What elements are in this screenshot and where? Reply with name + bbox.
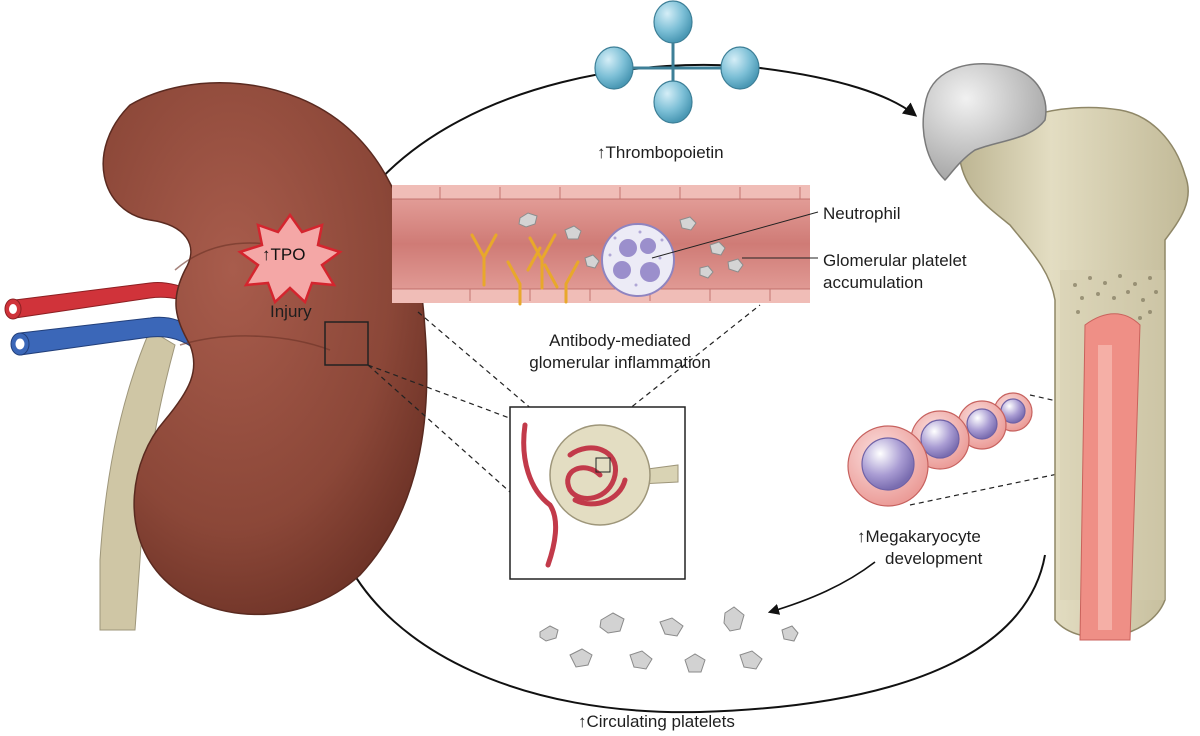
- neutrophil-label: Neutrophil: [823, 204, 901, 223]
- megakaryocyte-label-line1: ↑Megakaryocyte: [857, 527, 981, 546]
- label-leaders: [651, 211, 819, 259]
- renal-artery: [4, 282, 196, 320]
- arrow-kidney-to-bone: [374, 63, 918, 186]
- glomerular-label-line2: accumulation: [823, 273, 924, 292]
- arrow-platelets-to-kidney: [343, 554, 1046, 714]
- arrow-megakaryocyte-to-platelets: [767, 561, 876, 615]
- megakaryocyte-label-line2: development: [885, 549, 983, 568]
- tpo-burst: [237, 212, 343, 305]
- injury-label: Injury: [270, 302, 312, 321]
- glomerular-label-line1: Glomerular platelet: [823, 251, 967, 270]
- injury-box: [324, 321, 369, 366]
- megakaryocytes: [847, 392, 1033, 507]
- tpo-label: ↑TPO: [262, 245, 306, 264]
- thrombopoietin-label: ↑Thrombopoietin: [597, 143, 724, 162]
- vessel-panel: [392, 185, 810, 306]
- femur: [922, 63, 1189, 641]
- circulating-platelets-label: ↑Circulating platelets: [578, 712, 735, 731]
- circulating-platelets: [539, 606, 799, 673]
- glomerulus-inset: [509, 406, 686, 580]
- antibody-label-line1: Antibody-mediated: [549, 331, 691, 350]
- antibody-label-line2: glomerular inflammation: [529, 353, 711, 372]
- thrombopoietin-molecules: [594, 0, 760, 124]
